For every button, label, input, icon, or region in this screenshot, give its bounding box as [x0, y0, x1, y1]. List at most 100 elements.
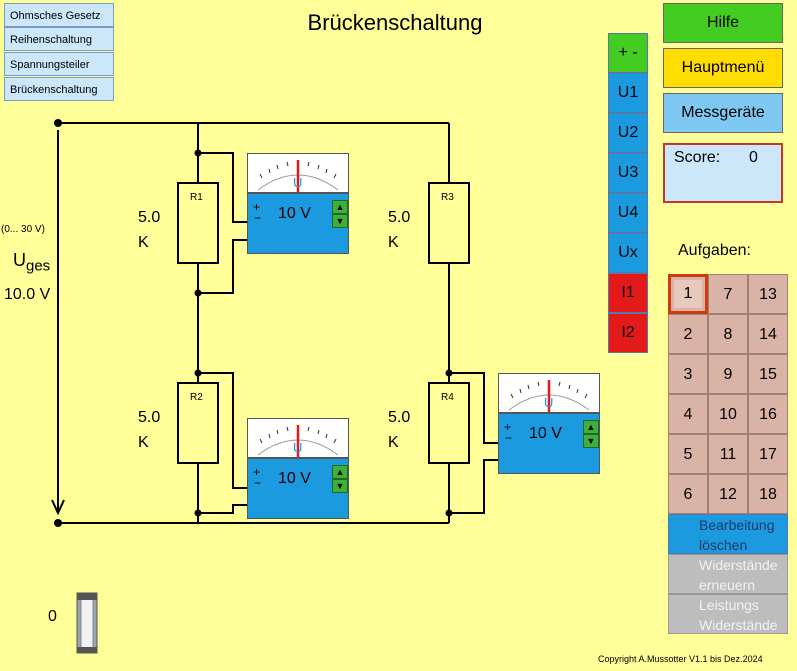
r4-value-number: 5.0 [388, 409, 411, 426]
power-resistors-line1: Leistungs [699, 597, 759, 613]
measure-u1-button[interactable]: U1 [608, 73, 648, 113]
r1-value-unit: K [138, 234, 149, 251]
r2-value[interactable]: 5.0 K [138, 405, 160, 455]
tab-reihenschaltung[interactable]: Reihenschaltung [4, 27, 114, 51]
source-voltage-value[interactable]: 10.0 V [4, 286, 51, 303]
page-title: Brückenschaltung [307, 10, 483, 35]
task-11[interactable]: 11 [708, 434, 748, 474]
meter-panel: + − 10 V ▲ ▼ [247, 193, 349, 254]
plus-terminal-label: + [253, 200, 261, 214]
main-menu-button[interactable]: Hauptmenü [663, 48, 783, 88]
task-2[interactable]: 2 [668, 314, 708, 354]
copyright-text: Copyright A.Mussotter V1.1 bis Dez.2024 [598, 654, 763, 664]
meter-range-reading: 10 V [278, 205, 311, 222]
meter-range-reading: 10 V [529, 425, 562, 442]
task-15[interactable]: 15 [748, 354, 788, 394]
range-down-icon[interactable]: ▼ [583, 434, 599, 448]
meter-face: U [247, 153, 349, 193]
meter-scale: U [257, 425, 339, 457]
task-4[interactable]: 4 [668, 394, 708, 434]
range-spinner[interactable]: ▲ ▼ [332, 465, 348, 493]
task-8[interactable]: 8 [708, 314, 748, 354]
r3-value[interactable]: 5.0 K [388, 205, 410, 255]
measure-u4-button[interactable]: U4 [608, 193, 648, 233]
slider-value: 0 [48, 608, 57, 625]
meter-panel: + − 10 V ▲ ▼ [498, 413, 600, 474]
task-12[interactable]: 12 [708, 474, 748, 514]
task-17[interactable]: 17 [748, 434, 788, 474]
task-grid: 1 2 3 4 5 6 7 8 9 10 11 12 13 14 15 16 1… [668, 274, 788, 514]
resistor-r2 [177, 382, 219, 464]
score-value: 0 [749, 149, 758, 166]
plus-terminal-label: + [253, 465, 261, 479]
task-9[interactable]: 9 [708, 354, 748, 394]
task-1-label: 1 [674, 280, 702, 308]
r2-label: R2 [190, 392, 203, 403]
voltage-subscript: ges [26, 257, 51, 275]
range-spinner[interactable]: ▲ ▼ [583, 420, 599, 448]
tab-brueckenschaltung[interactable]: Brückenschaltung [4, 77, 114, 101]
svg-text:U: U [293, 175, 302, 190]
meter-face: U [498, 373, 600, 413]
measure-i1-button[interactable]: I1 [608, 273, 648, 313]
meter-range-reading: 10 V [278, 470, 311, 487]
tab-ohmsches-gesetz[interactable]: Ohmsches Gesetz [4, 3, 114, 27]
r3-value-number: 5.0 [388, 209, 411, 226]
measure-u2-button[interactable]: U2 [608, 113, 648, 153]
meter-face: U [247, 418, 349, 458]
voltmeter-3[interactable]: U + − 10 V ▲ ▼ [498, 373, 600, 474]
r4-label: R4 [441, 392, 454, 403]
score-box: Score: 0 [663, 143, 783, 203]
renew-resistors-button[interactable]: Widerstände erneuern [668, 554, 788, 594]
clear-work-line1: Bearbeitung [699, 517, 775, 533]
help-button[interactable]: Hilfe [663, 3, 783, 43]
svg-text:U: U [293, 440, 302, 455]
tasks-heading: Aufgaben: [678, 242, 751, 259]
range-spinner[interactable]: ▲ ▼ [332, 200, 348, 228]
slider-control[interactable] [76, 592, 100, 656]
task-1[interactable]: 1 [668, 274, 708, 314]
resistor-r3 [428, 182, 470, 264]
range-down-icon[interactable]: ▼ [332, 214, 348, 228]
score-label: Score: [674, 149, 721, 166]
task-10[interactable]: 10 [708, 394, 748, 434]
range-up-icon[interactable]: ▲ [583, 420, 599, 434]
power-resistors-button[interactable]: Leistungs Widerstände [668, 594, 788, 634]
clear-work-button[interactable]: Bearbeitung löschen [668, 514, 788, 554]
task-13[interactable]: 13 [748, 274, 788, 314]
plus-terminal-label: + [504, 420, 512, 434]
task-5[interactable]: 5 [668, 434, 708, 474]
minus-terminal-label: − [254, 476, 262, 490]
voltmeter-2[interactable]: U + − 10 V ▲ ▼ [247, 418, 349, 519]
renew-resistors-line1: Widerstände [699, 557, 778, 573]
range-up-icon[interactable]: ▲ [332, 465, 348, 479]
task-14[interactable]: 14 [748, 314, 788, 354]
voltmeter-1[interactable]: U + − 10 V ▲ ▼ [247, 153, 349, 254]
measure-i2-button[interactable]: I2 [608, 313, 648, 353]
r4-value[interactable]: 5.0 K [388, 405, 410, 455]
r3-label: R3 [441, 192, 454, 203]
voltage-symbol: U [13, 250, 26, 270]
instruments-button[interactable]: Messgeräte [663, 93, 783, 133]
task-3[interactable]: 3 [668, 354, 708, 394]
measure-u3-button[interactable]: U3 [608, 153, 648, 193]
measure-ux-button[interactable]: Ux [608, 233, 648, 273]
meter-scale: U [508, 380, 590, 412]
task-18[interactable]: 18 [748, 474, 788, 514]
source-voltage-name: Uges [13, 250, 50, 275]
task-7[interactable]: 7 [708, 274, 748, 314]
polarity-button[interactable]: + - [608, 33, 648, 73]
minus-terminal-label: − [505, 431, 513, 445]
range-down-icon[interactable]: ▼ [332, 479, 348, 493]
r2-value-unit: K [138, 434, 149, 451]
tab-spannungsteiler[interactable]: Spannungsteiler [4, 52, 114, 76]
r3-value-unit: K [388, 234, 399, 251]
range-up-icon[interactable]: ▲ [332, 200, 348, 214]
task-16[interactable]: 16 [748, 394, 788, 434]
r1-value[interactable]: 5.0 K [138, 205, 160, 255]
svg-text:U: U [544, 395, 553, 410]
task-6[interactable]: 6 [668, 474, 708, 514]
resistor-r4 [428, 382, 470, 464]
clear-work-line2: löschen [699, 537, 748, 553]
